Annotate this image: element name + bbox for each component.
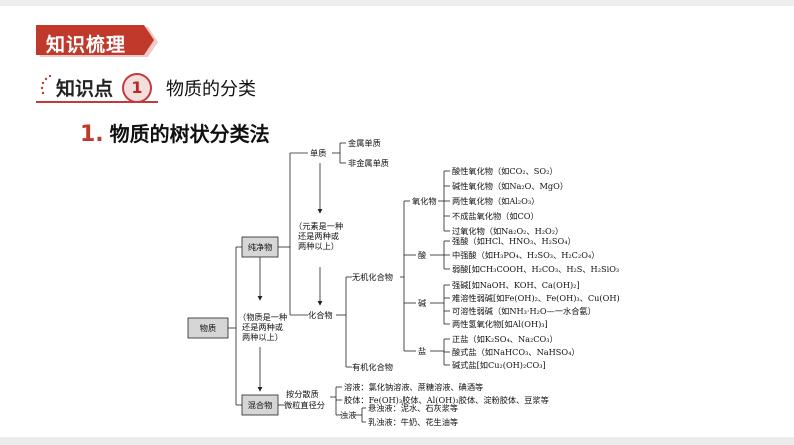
knowledge-point-underline bbox=[36, 101, 158, 103]
base-item: 强碱[如NaOH、KOH、Ca(OH)₂] bbox=[452, 280, 580, 290]
element-criterion-line-1: （元素是一种 bbox=[294, 221, 343, 231]
organic-label: 有机化合物 bbox=[352, 362, 393, 372]
knowledge-point-title: 物质的分类 bbox=[166, 79, 256, 100]
dotted-arc-icon bbox=[40, 74, 52, 95]
salt-item: 碱式盐[如Cu₂(OH)₂CO₃] bbox=[452, 360, 546, 370]
base-label: 碱 bbox=[418, 298, 426, 308]
emulsion-label: 乳浊液：牛奶、花生油等 bbox=[368, 417, 458, 427]
inorganic-label: 无机化合物 bbox=[352, 272, 393, 282]
acid-item: 弱酸[如CH₃COOH、H₂CO₃、H₂S、H₂SiO₃（难溶）] bbox=[452, 264, 620, 274]
pure-criterion-line-2: 还是两种或 bbox=[242, 322, 283, 332]
section-number: 1. bbox=[80, 122, 104, 147]
compound-label: 化合物 bbox=[308, 310, 333, 320]
top-frame-strip bbox=[0, 0, 794, 6]
simple-label: 单质 bbox=[310, 148, 326, 158]
pure-criterion-line-3: 两种以上） bbox=[242, 332, 283, 342]
salt-item: 正盐（如K₂SO₄、Na₂CO₃） bbox=[452, 334, 558, 344]
mixture-label: 混合物 bbox=[248, 400, 273, 410]
pure-box bbox=[241, 236, 279, 258]
base-item: 两性氢氧化物[如Al(OH)₃] bbox=[452, 319, 548, 329]
banner-shape bbox=[36, 25, 158, 57]
oxide-item: 酸性氧化物（如CO₂、SO₂） bbox=[452, 166, 558, 176]
section-banner: 知识梳理 bbox=[36, 25, 158, 59]
acid-item: 中强酸（如H₃PO₄、H₂SO₃、H₂C₂O₄） bbox=[452, 250, 599, 260]
root-box bbox=[187, 317, 229, 339]
salt-label: 盐 bbox=[418, 346, 426, 356]
oxide-item: 过氧化物（如Na₂O₂、H₂O₂） bbox=[452, 226, 563, 236]
knowledge-point-number: 1 bbox=[122, 73, 152, 103]
acid-label: 酸 bbox=[418, 250, 426, 260]
classification-tree: 物质 纯净物 混合物 （物质是一种 还是两种或 两种以上） 单质 金属单质 非金… bbox=[187, 138, 620, 427]
suspension-label: 悬浊液：泥水、石灰浆等 bbox=[368, 403, 458, 413]
knowledge-point-label: 知识点 bbox=[56, 78, 114, 100]
bottom-frame-strip bbox=[0, 437, 794, 445]
oxide-item: 两性氧化物（如Al₂O₃） bbox=[452, 196, 539, 206]
solution-label: 溶液：氯化钠溶液、蔗糖溶液、碘酒等 bbox=[344, 382, 483, 392]
mixture-criterion-line-1: 按分散质 bbox=[286, 389, 319, 399]
pure-criterion-line-1: （物质是一种 bbox=[238, 312, 287, 322]
oxide-label: 氧化物 bbox=[412, 196, 437, 206]
mixture-box bbox=[241, 394, 279, 416]
acid-item: 强酸（如HCl、HNO₃、H₂SO₄） bbox=[452, 236, 576, 246]
oxide-item: 碱性氧化物（如Na₂O、MgO） bbox=[452, 181, 568, 191]
base-item: 难溶性弱碱[如Fe(OH)₂、Fe(OH)₃、Cu(OH)₂] bbox=[452, 293, 620, 303]
salt-item: 酸式盐（如NaHCO₃、NaHSO₄） bbox=[452, 347, 580, 357]
oxide-item: 不成盐氧化物（如CO） bbox=[452, 211, 539, 221]
base-item: 可溶性弱碱（如NH₃·H₂O—一水合氨） bbox=[452, 306, 596, 316]
mixture-criterion-line-2: 微粒直径分 bbox=[284, 400, 325, 410]
pure-label: 纯净物 bbox=[248, 242, 273, 252]
section-title: 1.物质的树状分类法 bbox=[80, 118, 270, 147]
metal-label: 金属单质 bbox=[348, 138, 381, 148]
tree-lines bbox=[228, 142, 450, 423]
turbid-label: 浊液 bbox=[340, 410, 356, 420]
element-criterion-line-2: 还是两种或 bbox=[298, 231, 339, 241]
knowledge-point-row: 知识点 1 物质的分类 bbox=[36, 70, 336, 106]
section-title-text: 物质的树状分类法 bbox=[109, 122, 270, 146]
colloid-label: 胶体：Fe(OH)₃胶体、Al(OH)₃胶体、淀粉胶体、豆浆等 bbox=[344, 395, 549, 405]
root-label: 物质 bbox=[200, 323, 216, 333]
nonmetal-label: 非金属单质 bbox=[348, 158, 389, 168]
element-criterion-line-3: 两种以上） bbox=[298, 241, 339, 251]
banner-label: 知识梳理 bbox=[46, 34, 127, 56]
